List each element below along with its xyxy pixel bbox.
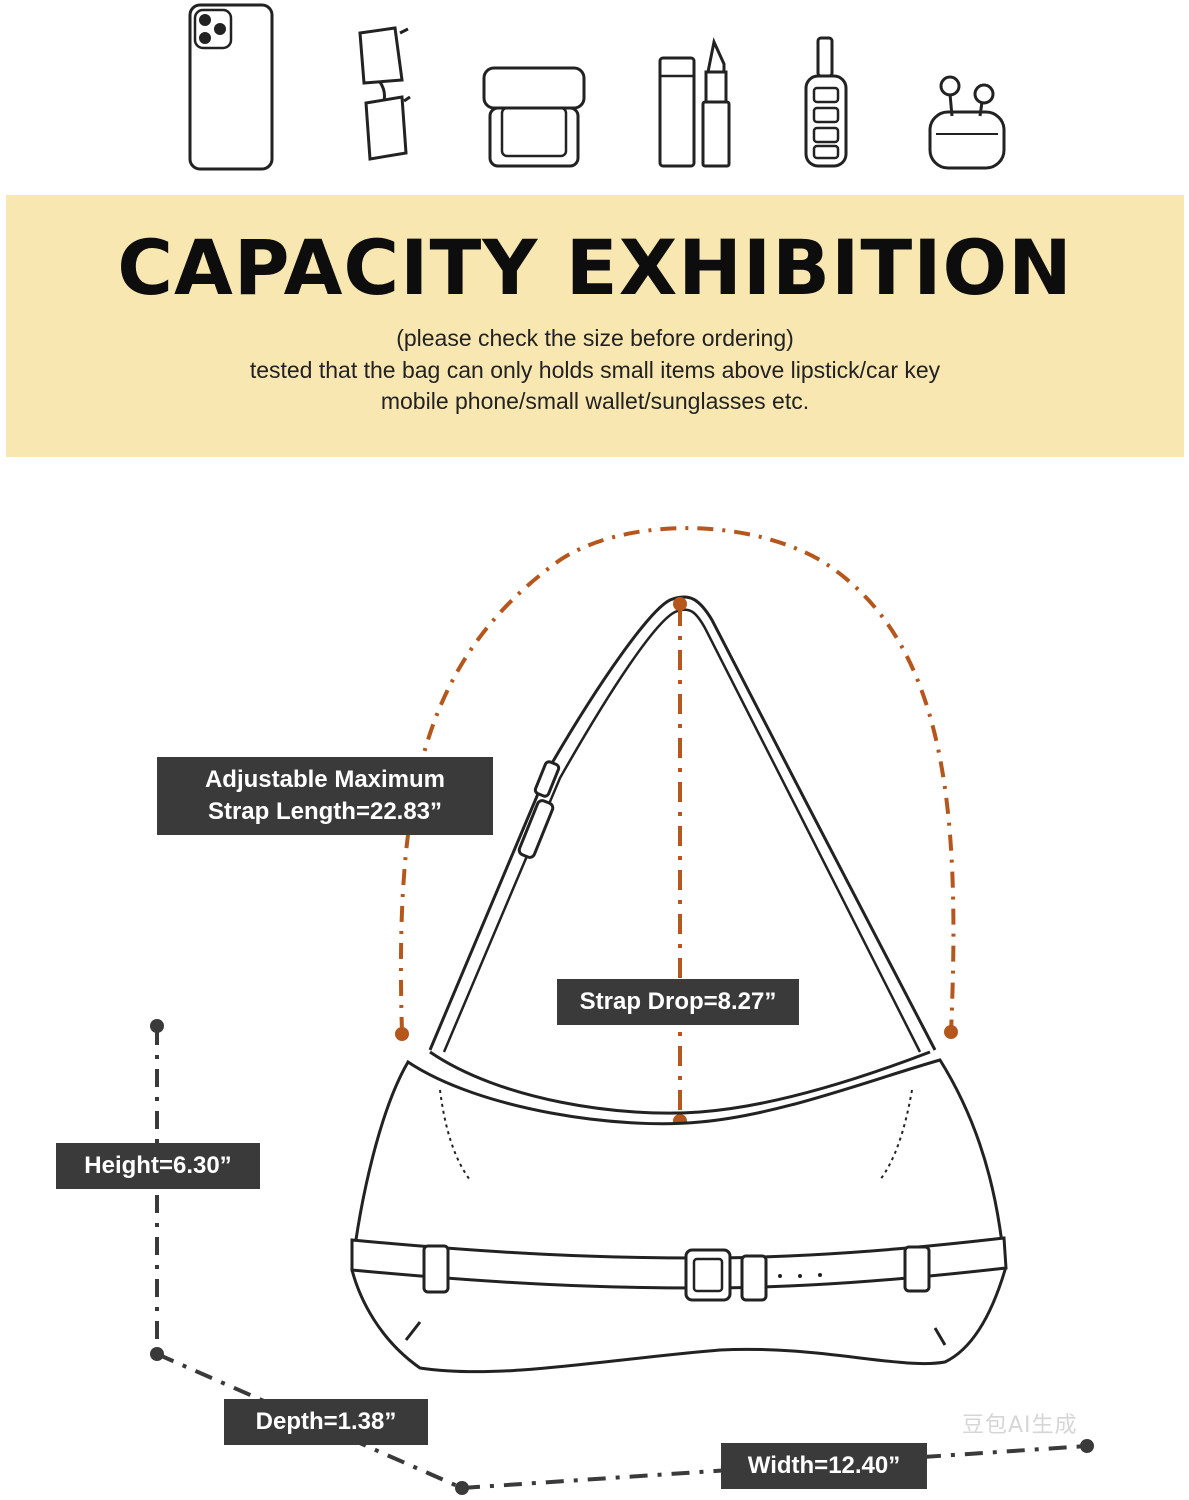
- arc-end-dot: [395, 1027, 409, 1041]
- belt-buckle: [684, 1248, 732, 1302]
- banner-note-line: mobile phone/small wallet/sunglasses etc…: [380, 388, 810, 414]
- banner-title: CAPACITY EXHIBITION: [117, 223, 1073, 312]
- arc-end-dot: [944, 1025, 958, 1039]
- strap-slider: [517, 799, 555, 859]
- compact-mirror-icon: [482, 66, 586, 168]
- lipstick-icon: [658, 37, 731, 168]
- banner-note-line: tested that the bag can only holds small…: [249, 357, 941, 383]
- width-label: Width=12.40”: [721, 1443, 927, 1489]
- strap-length-label: Adjustable Maximum Strap Length=22.83”: [157, 757, 493, 835]
- height-label: Height=6.30”: [56, 1143, 260, 1189]
- strap-buckle: [533, 760, 561, 798]
- bag-strap: [428, 595, 937, 1051]
- depth-dimension-line: [156, 1352, 463, 1490]
- strap-length-line: Adjustable Maximum: [204, 766, 446, 793]
- bag-body: [350, 1058, 1007, 1374]
- sunglasses-icon: [358, 26, 411, 161]
- capacity-banner: CAPACITY EXHIBITION (please check the si…: [6, 195, 1184, 457]
- watermark: 豆包AI生成: [962, 1413, 1078, 1438]
- strap-length-line: Strap Length=22.83”: [207, 798, 443, 825]
- bag-belt: [350, 1236, 1008, 1290]
- depth-label: Depth=1.38”: [224, 1399, 428, 1445]
- banner-note-line: (please check the size before ordering): [396, 325, 794, 351]
- car-key-icon: [804, 36, 848, 168]
- strap-drop-label: Strap Drop=8.27”: [557, 979, 799, 1025]
- bag-dimension-diagram: [150, 526, 1094, 1495]
- earbuds-icon: [928, 75, 1006, 170]
- phone-icon: [188, 3, 274, 171]
- item-icons-row: [0, 0, 1189, 190]
